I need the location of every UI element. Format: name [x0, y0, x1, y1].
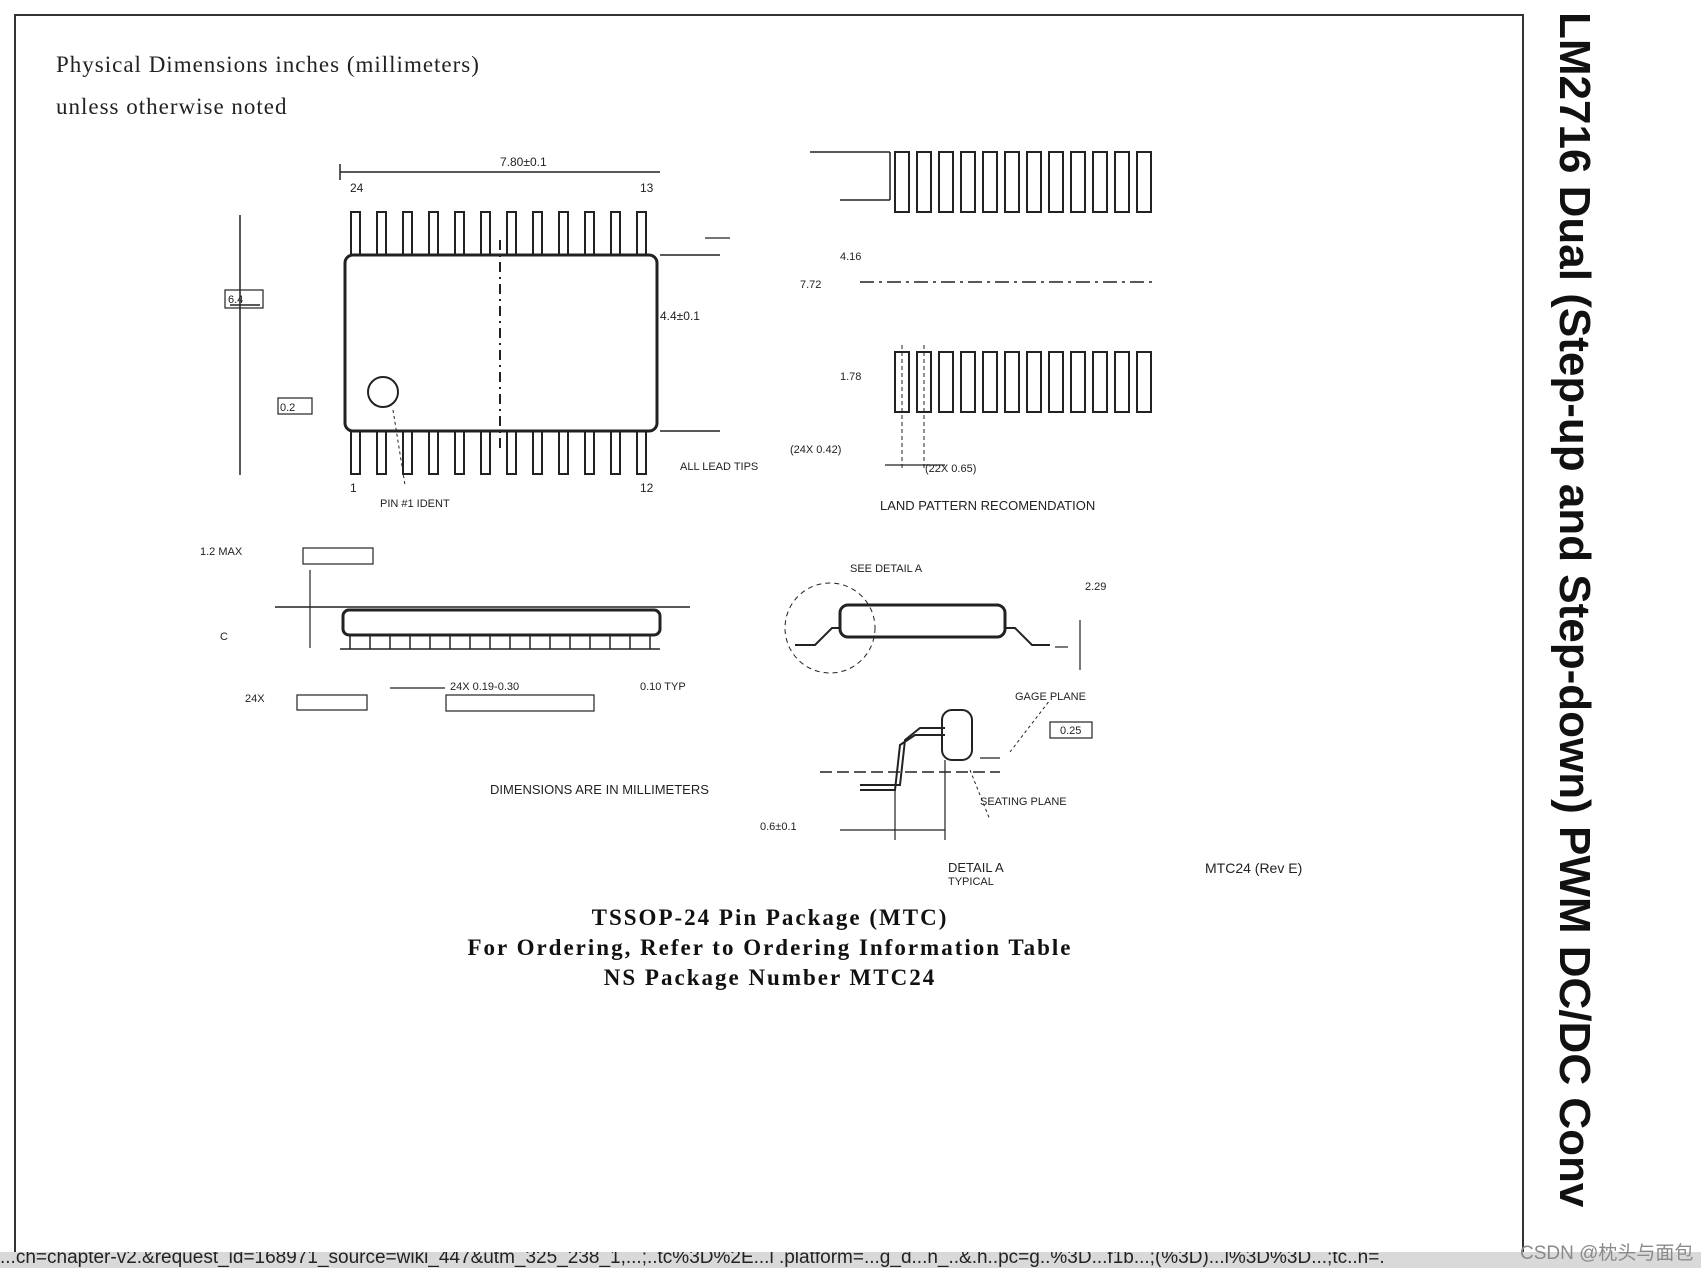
pin-24-label: 24 [350, 181, 364, 195]
pin1-indicator [367, 376, 399, 408]
section-heading: Physical Dimensions inches (millimeters)… [56, 44, 480, 128]
svg-text:ALL LEAD TIPS: ALL LEAD TIPS [680, 461, 758, 473]
svg-text:7.72: 7.72 [800, 279, 821, 291]
svg-text:2.29: 2.29 [1085, 581, 1106, 593]
dimensions-note: DIMENSIONS ARE IN MILLIMETERS [490, 782, 709, 797]
land-pattern-label: LAND PATTERN RECOMENDATION [880, 498, 1095, 513]
svg-text:C: C [220, 631, 228, 643]
side-title-text: LM2716 Dual (Step-up and Step-down) PWM … [1550, 12, 1599, 1208]
svg-text:PIN #1 IDENT: PIN #1 IDENT [380, 498, 450, 510]
package-caption: TSSOP-24 Pin Package (MTC) For Ordering,… [0, 903, 1540, 993]
caption-line-2: For Ordering, Refer to Ordering Informat… [467, 935, 1073, 960]
svg-text:0.10 TYP: 0.10 TYP [640, 681, 686, 693]
page-frame [14, 14, 1524, 1254]
caption-line-3: NS Package Number MTC24 [603, 965, 937, 990]
side-title: LM2716 Dual (Step-up and Step-down) PWM … [1545, 12, 1605, 1252]
svg-text:24X 0.19-0.30: 24X 0.19-0.30 [450, 681, 519, 693]
gage-plane-label: GAGE PLANE [1015, 691, 1086, 703]
url-status-bar: ...ch=chapter-v2.&request_id=168971_sour… [0, 1252, 1701, 1268]
package-drawing: 7.80±0.1 4.4±0.1 6.4 0.2 24 13 1 12 PIN … [200, 151, 1302, 888]
see-detail-label: SEE DETAIL A [850, 563, 923, 575]
svg-text:0.25: 0.25 [1060, 725, 1081, 737]
svg-text:0.6±0.1: 0.6±0.1 [760, 821, 797, 833]
svg-text:0.2: 0.2 [280, 402, 295, 414]
seating-plane-label: SEATING PLANE [980, 796, 1067, 808]
dim-width-label: 4.4±0.1 [660, 309, 700, 323]
pin-12-label: 12 [640, 481, 654, 495]
dim-length-label: 7.80±0.1 [500, 155, 547, 169]
svg-text:1.78: 1.78 [840, 371, 861, 383]
svg-text:(22X 0.65): (22X 0.65) [925, 463, 976, 475]
svg-text:(24X 0.42): (24X 0.42) [790, 444, 841, 456]
heading-line-1: Physical Dimensions inches (millimeters) [56, 52, 480, 77]
svg-text:1.2 MAX: 1.2 MAX [200, 546, 243, 558]
page-right-rule [1522, 14, 1524, 1254]
revision-label: MTC24 (Rev E) [1205, 860, 1302, 876]
detail-typical-label: TYPICAL [948, 876, 994, 888]
svg-text:4.16: 4.16 [840, 251, 861, 263]
watermark: CSDN @枕头与面包 [1520, 1243, 1694, 1264]
heading-line-2: unless otherwise noted [56, 94, 288, 119]
pin-13-label: 13 [640, 181, 654, 195]
url-status-text: ...ch=chapter-v2.&request_id=168971_sour… [0, 1252, 1385, 1268]
pin-1-label: 1 [350, 481, 357, 495]
svg-text:24X: 24X [245, 693, 265, 705]
svg-text:6.4: 6.4 [228, 294, 243, 306]
caption-line-1: TSSOP-24 Pin Package (MTC) [591, 905, 949, 930]
detail-a-label: DETAIL A [948, 860, 1004, 875]
